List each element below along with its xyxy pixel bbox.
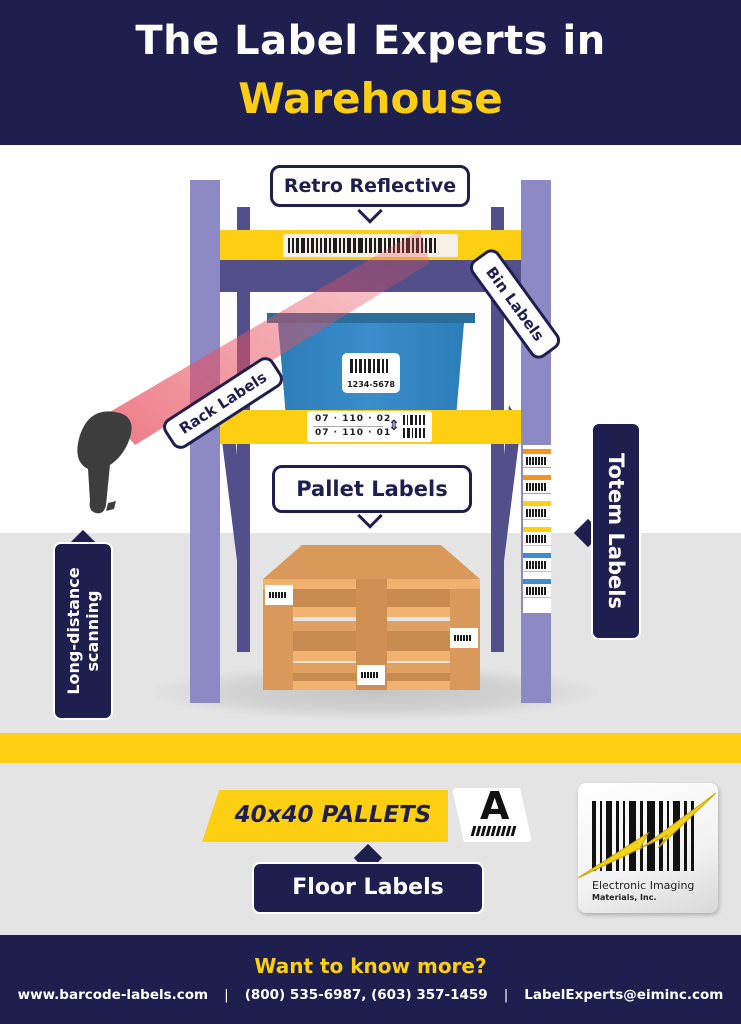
barcode-icon xyxy=(454,635,471,641)
totem-label xyxy=(523,577,551,603)
pallet-labels-text: Pallet Labels xyxy=(296,477,448,501)
retro-reflective-barcode-label xyxy=(283,234,458,257)
website-link[interactable]: www.barcode-labels.com xyxy=(17,987,209,1003)
pallet-barcode-label xyxy=(357,665,385,685)
barcode-scanner-icon xyxy=(77,411,132,514)
totem-label xyxy=(523,499,551,525)
separator: | xyxy=(224,987,229,1003)
long-distance-text: Long-distance scanning xyxy=(64,567,102,694)
warehouse-illustration: 1234-5678 07 · 110 · 02 07 · 110 · 01 ⇕ xyxy=(0,145,741,935)
company-logo: Electronic Imaging Materials, Inc. xyxy=(578,783,718,913)
phone-numbers[interactable]: (800) 535-6987, (603) 357-1459 xyxy=(244,987,488,1003)
totem-label xyxy=(523,525,551,551)
separator: | xyxy=(503,987,509,1003)
retro-reflective-text: Retro Reflective xyxy=(283,175,457,197)
pallet-stack xyxy=(263,545,480,690)
footer-question: Want to know more? xyxy=(254,954,487,978)
retro-reflective-callout: Retro Reflective xyxy=(270,165,470,207)
logo-text-line2: Materials, Inc. xyxy=(592,893,657,902)
header-banner: The Label Experts in Warehouse xyxy=(0,0,741,145)
barcode-icon xyxy=(361,672,378,678)
barcode-icon xyxy=(350,359,388,373)
barcode-icon xyxy=(288,238,436,253)
rack-post-right xyxy=(521,180,551,703)
long-distance-line1: Long-distance xyxy=(64,567,83,695)
bin-label-number: 1234-5678 xyxy=(347,380,395,389)
page-title-line1: The Label Experts in xyxy=(135,18,606,64)
long-distance-line2: scanning xyxy=(83,590,102,672)
logo-text-line1: Electronic Imaging xyxy=(592,879,695,892)
rack-label-row-lower: 07 · 110 · 01 xyxy=(315,428,392,438)
bin-barcode-label: 1234-5678 xyxy=(342,353,400,393)
totem-label-strip xyxy=(523,445,551,613)
long-distance-scanning-callout: Long-distance scanning xyxy=(53,542,113,720)
barcode-icon xyxy=(470,826,517,836)
lightning-bolt-icon xyxy=(578,792,717,879)
barcode-icon xyxy=(403,428,425,438)
floor-pallets-sign: 40x40 PALLETS xyxy=(202,790,448,842)
floor-yellow-stripe xyxy=(0,733,741,763)
footer-banner: Want to know more? www.barcode-labels.co… xyxy=(0,935,741,1024)
rack-label-divider xyxy=(313,426,383,427)
barcode-icon xyxy=(269,592,286,598)
totem-labels-text: Totem Labels xyxy=(604,453,628,609)
floor-sign-text: 40x40 PALLETS xyxy=(234,802,432,828)
up-down-arrow-icon: ⇕ xyxy=(388,418,400,434)
totem-labels-callout: Totem Labels xyxy=(591,422,641,640)
rack-location-label: 07 · 110 · 02 07 · 110 · 01 ⇕ xyxy=(307,411,432,442)
totem-label xyxy=(523,447,551,473)
pallet-labels-callout: Pallet Labels xyxy=(272,465,472,513)
floor-labels-text: Floor Labels xyxy=(292,875,444,900)
totem-label xyxy=(523,473,551,499)
pallet-top-deck xyxy=(263,545,480,579)
floor-location-label: A xyxy=(452,788,532,842)
page-title-line2: Warehouse xyxy=(238,74,503,123)
barcode-icon xyxy=(403,415,425,425)
floor-labels-callout: Floor Labels xyxy=(252,862,484,914)
bin-lid xyxy=(267,313,475,323)
pallet-post xyxy=(263,589,293,690)
floor-location-letter: A xyxy=(480,784,510,828)
pallet-barcode-label xyxy=(265,585,293,605)
email-link[interactable]: LabelExperts@eiminc.com xyxy=(524,987,724,1003)
rack-label-row-upper: 07 · 110 · 02 xyxy=(315,414,392,424)
totem-label xyxy=(523,551,551,577)
pallet-barcode-label xyxy=(450,628,478,648)
footer-contacts: www.barcode-labels.com | (800) 535-6987,… xyxy=(0,987,741,1003)
